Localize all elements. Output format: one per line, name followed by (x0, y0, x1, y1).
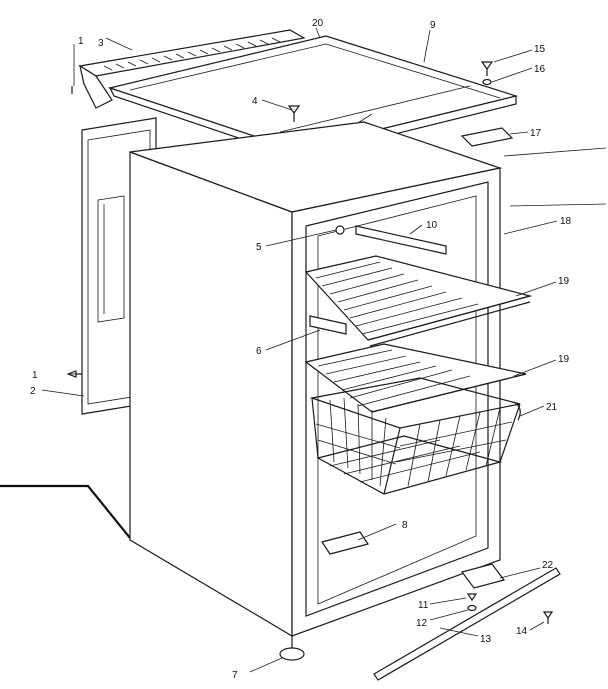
label-part-14: 14 (516, 626, 528, 637)
label-part-22: 22 (542, 560, 554, 571)
upper-shelf-part (304, 255, 533, 347)
label-part-4: 4 (252, 96, 258, 107)
hinge-part-22 (460, 563, 506, 589)
leveling-foot-part-7 (279, 636, 305, 661)
label-part-19-upper: 19 (558, 276, 570, 287)
label-part-10: 10 (426, 220, 438, 231)
leader-lines (0, 27, 607, 673)
label-part-2: 2 (30, 386, 36, 397)
washer-part-12 (467, 604, 477, 612)
label-part-7: 7 (232, 670, 238, 681)
screw-part-15 (480, 61, 494, 76)
bumper-part-5 (335, 225, 345, 235)
label-part-5: 5 (256, 242, 262, 253)
label-part-3: 3 (98, 38, 104, 49)
vent-grille-part (78, 29, 306, 109)
label-part-15: 15 (534, 44, 546, 55)
label-part-21: 21 (546, 402, 558, 413)
wire-basket-part (309, 377, 521, 495)
label-part-6: 6 (256, 346, 262, 357)
label-plate-part-8 (321, 531, 369, 555)
label-part-9: 9 (430, 20, 436, 31)
label-part-12: 12 (416, 618, 428, 629)
label-part-13: 13 (480, 634, 492, 645)
label-part-8: 8 (402, 520, 408, 531)
lower-shelf-part (304, 343, 527, 413)
label-part-1-side: 1 (32, 370, 38, 381)
label-part-20: 20 (312, 18, 324, 29)
label-part-1-top: 1 (78, 36, 84, 47)
screw-part-14 (542, 611, 554, 624)
screw-part-11 (466, 593, 478, 602)
shelf-rail-part-6 (309, 315, 347, 335)
shelf-rail-part-10 (355, 225, 447, 255)
bracket-part-17 (460, 127, 514, 147)
part-number-labels: 1 3 20 9 15 16 4 17 18 10 5 19 6 19 1 2 … (30, 18, 572, 681)
label-part-11: 11 (418, 600, 429, 611)
washer-part-16 (482, 78, 492, 86)
label-part-19-lower: 19 (558, 354, 570, 365)
kick-plate-part-13 (373, 567, 561, 681)
label-part-16: 16 (534, 64, 546, 75)
label-part-18: 18 (560, 216, 572, 227)
label-part-17: 17 (530, 128, 542, 139)
